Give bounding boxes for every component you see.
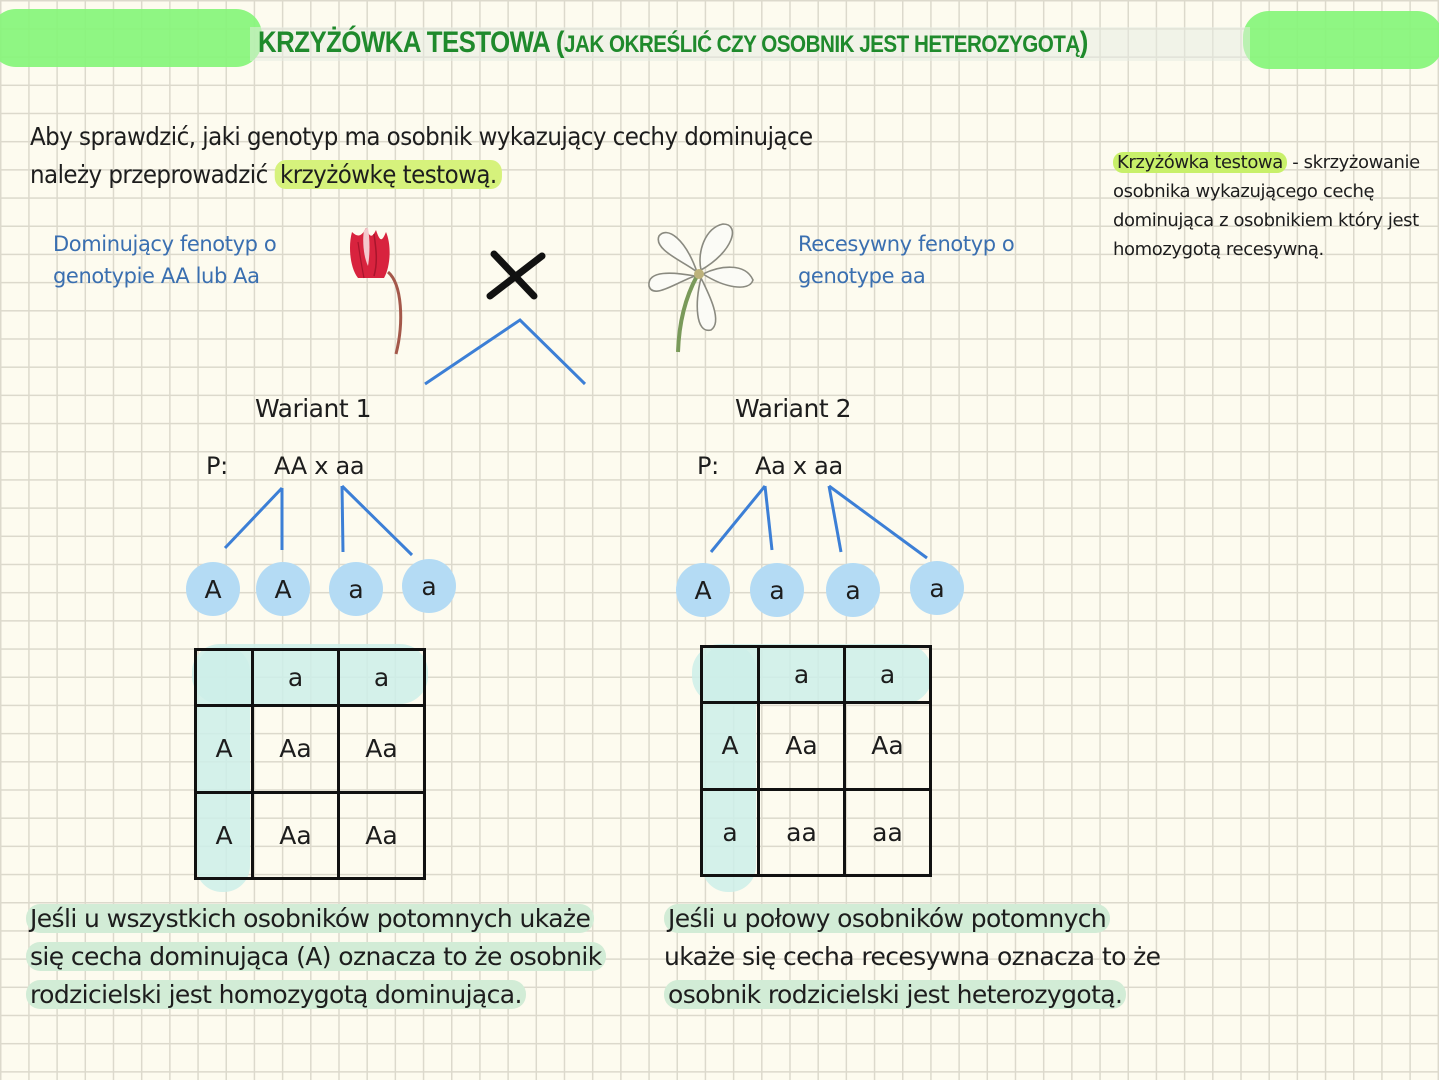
recessive-phenotype-note: Recesywny fenotyp o genotype aa bbox=[798, 232, 1015, 288]
title-highlight-left bbox=[0, 9, 262, 67]
intro-highlight: krzyżówkę testową. bbox=[274, 160, 503, 189]
variant-1-conclusion: Jeśli u wszystkich osobników potomnych u… bbox=[26, 900, 626, 1014]
punnett-square-2: a a A Aa Aa a aa aa bbox=[700, 645, 932, 877]
branch-lines bbox=[424, 318, 587, 386]
punnett-cell: A bbox=[194, 790, 254, 880]
cross-symbol-icon bbox=[486, 250, 546, 300]
title-highlight-right bbox=[1243, 11, 1439, 69]
punnett-cell: a bbox=[843, 645, 932, 704]
punnett-cell: Aa bbox=[843, 701, 932, 791]
gamete-circle: A bbox=[186, 562, 240, 616]
title-band bbox=[250, 27, 1250, 61]
gamete-circle: a bbox=[910, 561, 964, 615]
variant-2-conclusion: Jeśli u połowy osobników potomnych ukaże… bbox=[664, 904, 1161, 1009]
gamete-circle: a bbox=[750, 563, 804, 617]
punnett-cell bbox=[700, 645, 760, 704]
variant-2-title: Wariant 2 bbox=[735, 394, 851, 423]
punnett-square-1: a a A Aa Aa A Aa Aa bbox=[194, 648, 426, 880]
punnett-cell: aa bbox=[843, 787, 932, 877]
punnett-cell: A bbox=[700, 701, 760, 791]
punnett-cell: a bbox=[757, 645, 846, 704]
punnett-cell: Aa bbox=[757, 701, 846, 791]
page-title: KRZYŻÓWKA TESTOWA (JAK OKREŚLIĆ CZY OSOB… bbox=[258, 26, 1088, 59]
definition-note: Krzyżówka testowa - skrzyżowanie osobnik… bbox=[1113, 152, 1420, 260]
punnett-cell: Aa bbox=[337, 704, 426, 794]
punnett-cell: a bbox=[251, 648, 340, 707]
variant-1-gamete-lines bbox=[223, 484, 414, 557]
gamete-circle: a bbox=[826, 563, 880, 617]
variant-1-p-label: P: bbox=[206, 452, 228, 480]
punnett-cell: Aa bbox=[251, 704, 340, 794]
gamete-circle: a bbox=[402, 559, 456, 613]
punnett-cell: a bbox=[700, 787, 760, 877]
dominant-phenotype-note: Dominujący fenotyp o genotypie AA lub Aa bbox=[53, 232, 277, 288]
variant-2-parents: Aa x aa bbox=[755, 452, 843, 480]
variant-2-gamete-lines bbox=[709, 484, 928, 560]
variant-1-parents: AA x aa bbox=[274, 452, 365, 480]
red-cyclamen-flower-icon bbox=[350, 228, 403, 355]
punnett-cell: a bbox=[337, 648, 426, 707]
punnett-cell bbox=[194, 648, 254, 707]
variant-2-p-label: P: bbox=[697, 452, 719, 480]
white-flower-icon bbox=[648, 223, 754, 353]
punnett-cell: Aa bbox=[251, 790, 340, 880]
gamete-circle: a bbox=[329, 562, 383, 616]
intro-paragraph: Aby sprawdzić, jaki genotyp ma osobnik w… bbox=[30, 122, 813, 189]
gamete-circle: A bbox=[676, 563, 730, 617]
gamete-circle: A bbox=[256, 562, 310, 616]
punnett-cell: aa bbox=[757, 787, 846, 877]
variant-1-title: Wariant 1 bbox=[255, 394, 371, 423]
definition-term: Krzyżówka testowa bbox=[1113, 152, 1287, 173]
punnett-cell: A bbox=[194, 704, 254, 794]
punnett-cell: Aa bbox=[337, 790, 426, 880]
